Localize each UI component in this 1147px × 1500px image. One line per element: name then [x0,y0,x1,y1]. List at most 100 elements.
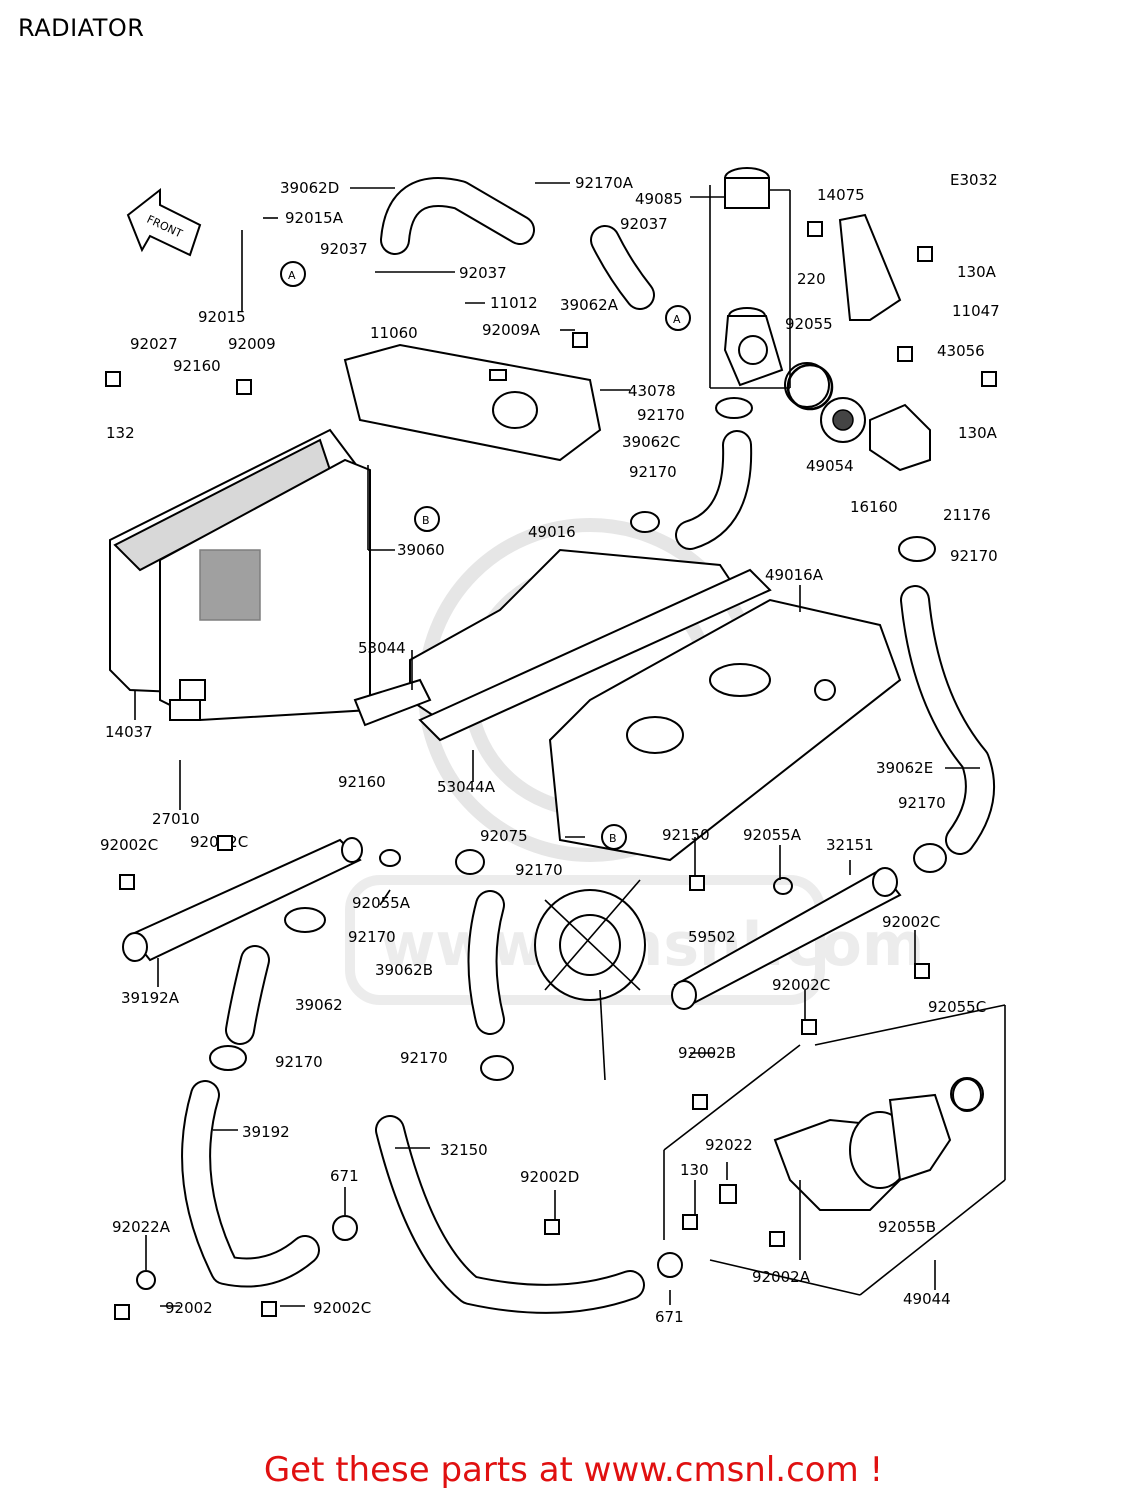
part-label-11012: 11012 [490,294,538,312]
part-label-92170-c: 92170 [950,547,998,565]
callout-a-2: A [665,305,691,331]
svg-text:B: B [422,514,430,527]
hose-clamps [209,397,947,1081]
callout-b-2: B [601,824,627,850]
part-label-39192: 39192 [242,1123,290,1141]
part-label-92002C-d: 92002C [772,976,830,994]
part-label-92170-d: 92170 [898,794,946,812]
part-label-49054: 49054 [806,457,854,475]
part-label-39062C: 39062C [622,433,680,451]
water-pump [663,1004,1006,1296]
part-label-39060: 39060 [397,541,445,559]
part-label-39062: 39062 [295,996,343,1014]
callout-b-1: B [414,506,440,532]
footer-link[interactable]: Get these parts at www.cmsnl.com ! [263,1450,884,1490]
part-label-92170-b: 92170 [629,463,677,481]
radiator-core [109,428,371,722]
part-label-130A-a: 130A [957,263,997,281]
part-label-92002: 92002 [165,1299,213,1317]
reservoir-tank [343,343,602,462]
part-label-32151: 32151 [826,836,874,854]
part-label-27010: 27010 [152,810,200,828]
part-label-92009: 92009 [228,335,276,353]
part-label-39062D: 39062D [280,179,339,197]
thermostat-housing [784,213,931,472]
part-label-92027: 92027 [130,335,178,353]
hoses [181,177,995,1314]
part-label-49016A: 49016A [765,566,824,584]
part-label-92170-e: 92170 [515,861,563,879]
part-label-14037: 14037 [105,723,153,741]
part-label-92150: 92150 [662,826,710,844]
bolts [105,221,997,1320]
part-label-49016: 49016 [528,523,576,541]
page-title: RADIATOR [18,14,145,42]
part-label-92015: 92015 [198,308,246,326]
part-label-92037-b: 92037 [620,215,668,233]
part-label-92170-f: 92170 [348,928,396,946]
part-label-92170-h: 92170 [400,1049,448,1067]
part-label-92002D: 92002D [520,1168,579,1186]
cooling-fan [534,879,646,1081]
pipe-32151 [671,867,902,1010]
part-label-39062E: 39062E [876,759,933,777]
part-label-59502: 59502 [688,928,736,946]
part-label-92037-c: 92037 [459,264,507,282]
part-label-671-b: 671 [655,1308,684,1326]
part-label-671-a: 671 [330,1167,359,1185]
filler-neck [723,167,784,387]
part-label-92022A: 92022A [112,1218,171,1236]
callout-a-1: A [280,261,306,287]
part-label-92055A-a: 92055A [743,826,802,844]
part-label-39062B: 39062B [375,961,433,979]
svg-text:A: A [673,313,681,326]
part-label-92002C-e: 92002C [313,1299,371,1317]
part-label-92160-b: 92160 [338,773,386,791]
front-arrow-icon: FRONT [126,187,202,257]
svg-text:B: B [609,832,617,845]
part-label-43056: 43056 [937,342,985,360]
pipe-39192a [122,837,363,962]
part-label-92055C: 92055C [928,998,986,1016]
part-label-16160: 16160 [850,498,898,516]
leader-lines [134,182,980,1307]
part-label-92002C-c: 92002C [882,913,940,931]
part-label-43078: 43078 [628,382,676,400]
part-label-92015A: 92015A [285,209,344,227]
part-label-92002B: 92002B [678,1044,736,1062]
diagram-code: E3032 [950,171,998,189]
part-label-11047: 11047 [952,302,1000,320]
part-label-92002C-a: 92002C [100,836,158,854]
part-label-92170-a: 92170 [637,406,685,424]
part-label-92055B: 92055B [878,1218,936,1236]
part-label-92160-a: 92160 [173,357,221,375]
part-label-220: 220 [797,270,826,288]
part-label-92002A: 92002A [752,1268,811,1286]
part-label-14075: 14075 [817,186,865,204]
part-label-32150: 32150 [440,1141,488,1159]
part-label-92170-g: 92170 [275,1053,323,1071]
part-label-132: 132 [106,424,135,442]
part-label-92037-a: 92037 [320,240,368,258]
seal-panels [353,548,902,862]
part-label-49085: 49085 [635,190,683,208]
part-label-11060: 11060 [370,324,418,342]
part-label-53044: 53044 [358,639,406,657]
part-label-92022: 92022 [705,1136,753,1154]
o-rings [332,363,982,1278]
part-labels: 39062D 92170A 49085 14075 92015A 92037 9… [100,174,1000,1326]
svg-text:A: A [288,269,296,282]
radiator-exploded-diagram: www.cmsnl.com E3032 FRONT [100,167,1006,1326]
part-label-92055A-b: 92055A [352,894,411,912]
part-label-39192A: 39192A [121,989,180,1007]
part-label-39062A: 39062A [560,296,619,314]
part-label-92170A: 92170A [575,174,634,192]
part-label-92009A: 92009A [482,321,541,339]
part-label-130: 130 [680,1161,709,1179]
part-label-92055: 92055 [785,315,833,333]
part-label-92075: 92075 [480,827,528,845]
part-label-49044: 49044 [903,1290,951,1308]
part-label-130A-b: 130A [958,424,998,442]
part-label-21176: 21176 [943,506,991,524]
part-label-53044A: 53044A [437,778,496,796]
